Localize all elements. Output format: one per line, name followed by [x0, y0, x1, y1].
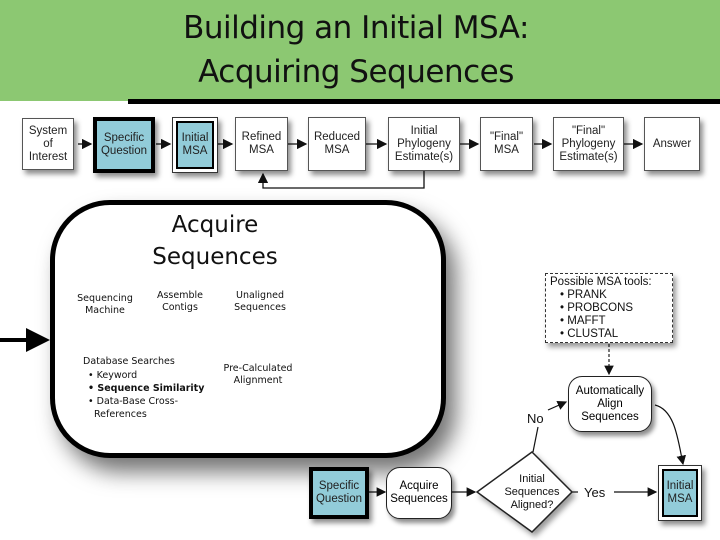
- sequencing-machine-label: Sequencing Machine: [77, 293, 133, 316]
- db-item-sequence-similarity: • Sequence Similarity: [88, 383, 205, 394]
- slide-title-line2: Acquiring Sequences: [198, 54, 514, 90]
- db-item-references: References: [94, 409, 147, 420]
- acquire-title-line1: Acquire: [171, 212, 259, 238]
- title-underline: [128, 99, 720, 104]
- pipeline-box-reduced-msa: Reduced MSA: [308, 117, 366, 171]
- decision-diamond: [475, 451, 574, 533]
- pipeline-box-specific-question: Specific Question: [93, 117, 155, 173]
- msa-tool-item: PROBCONS: [560, 302, 668, 315]
- database-searches-label: Database Searches: [83, 356, 175, 367]
- feedback-line: [257, 170, 425, 189]
- pipeline-box-final-msa: "Final" MSA: [480, 117, 533, 171]
- pipeline-box-final-phylogeny: "Final" Phylogeny Estimate(s): [553, 117, 624, 171]
- pipeline-box-initial-msa: Initial MSA: [172, 117, 218, 173]
- pipeline-box-answer: Answer: [644, 117, 700, 171]
- flow-initial-msa: Initial MSA: [658, 465, 702, 521]
- msa-tools-note: Possible MSA tools: PRANK PROBCONS MAFFT…: [545, 273, 673, 343]
- no-label: No: [527, 411, 544, 426]
- assemble-contigs-label: Assemble Contigs: [156, 290, 203, 313]
- slide-title-line1: Building an Initial MSA:: [183, 10, 529, 46]
- acquire-title-line2: Sequences: [152, 244, 278, 270]
- no-arrow: [547, 401, 568, 411]
- unaligned-sequences-label: Unaligned Sequences: [234, 290, 286, 313]
- pipeline-box-refined-msa: Refined MSA: [235, 117, 288, 171]
- msa-tool-item: CLUSTAL: [560, 328, 668, 341]
- title-banner: [0, 0, 720, 101]
- msa-tool-item: MAFFT: [560, 315, 668, 328]
- auto-align-node: Automatically Align Sequences: [568, 376, 652, 432]
- flow-initial-msa-label: Initial MSA: [662, 469, 698, 517]
- db-item-keyword: • Keyword: [88, 370, 138, 381]
- flow-specific-question: Specific Question: [309, 467, 369, 519]
- db-item-cross-references: • Data-Base Cross-: [88, 396, 179, 407]
- pipeline-box-system-of-interest: System of Interest: [22, 118, 74, 170]
- msa-tool-item: PRANK: [560, 289, 668, 302]
- msa-tools-title: Possible MSA tools:: [550, 276, 652, 288]
- pipeline-box-initial-phylogeny: Initial Phylogeny Estimate(s): [388, 117, 460, 171]
- decision-to-no-line: [532, 426, 539, 453]
- initial-msa-label: Initial MSA: [176, 121, 214, 169]
- flow-acquire-sequences: Acquire Sequences: [386, 467, 452, 519]
- acquire-sequences-panel: [50, 200, 446, 458]
- yes-label: Yes: [584, 485, 606, 500]
- decision-label: Initial Sequences Aligned?: [504, 473, 560, 511]
- auto-to-initial-msa-arrow: [654, 404, 686, 466]
- precalculated-alignment-label: Pre-Calculated Alignment: [223, 363, 293, 386]
